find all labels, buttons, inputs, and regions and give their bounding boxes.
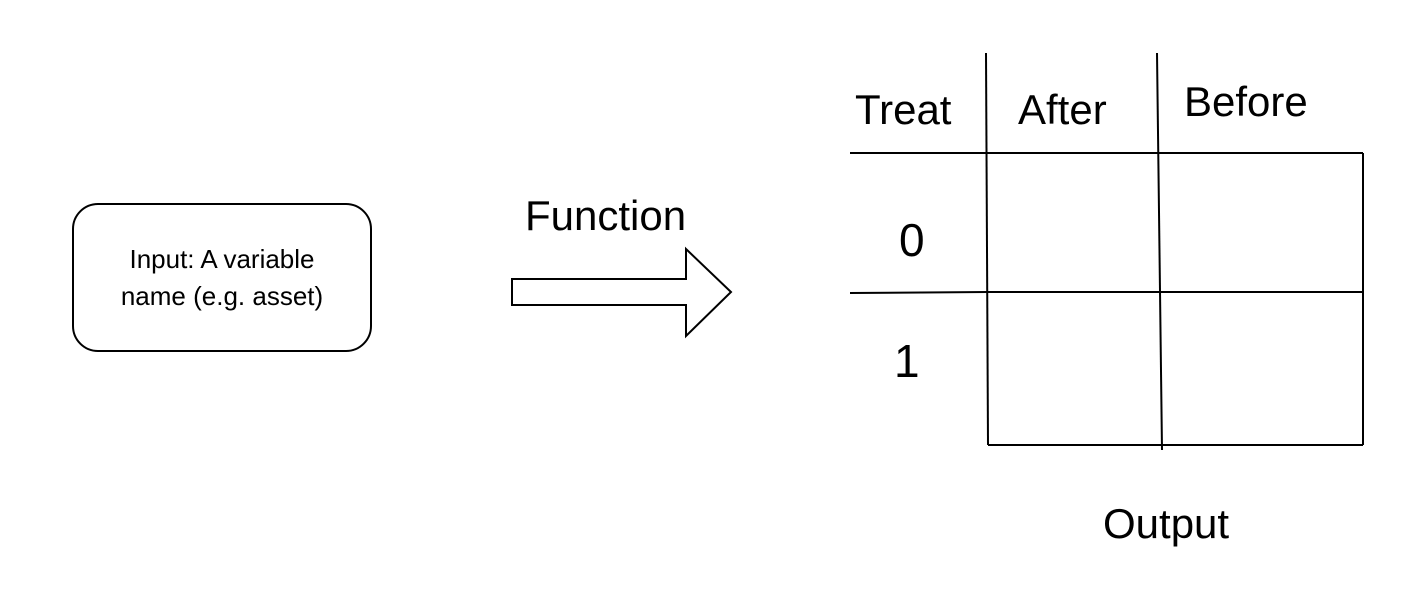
row-label-1: 1 [894, 335, 920, 387]
grid-line-col-after [1156, 52, 1163, 451]
input-text-line1: Input: A variable [129, 243, 315, 274]
row-label-0: 0 [899, 214, 925, 266]
output-caption: Output [1103, 500, 1230, 547]
grid-line-row-divider-left [849, 291, 989, 294]
input-text-line2: name (e.g. asset) [120, 280, 324, 311]
grid-line-col-treat [985, 52, 989, 446]
output-table-grid [849, 52, 1364, 451]
header-before: Before [1184, 78, 1308, 125]
function-label: Function [525, 192, 687, 239]
function-arrow [511, 246, 733, 339]
input-box-text: Input: A variable name (e.g. asset) [97, 241, 347, 315]
header-after: After [1018, 86, 1107, 133]
input-box: Input: A variable name (e.g. asset) [72, 203, 372, 352]
header-treat: Treat [855, 86, 952, 133]
